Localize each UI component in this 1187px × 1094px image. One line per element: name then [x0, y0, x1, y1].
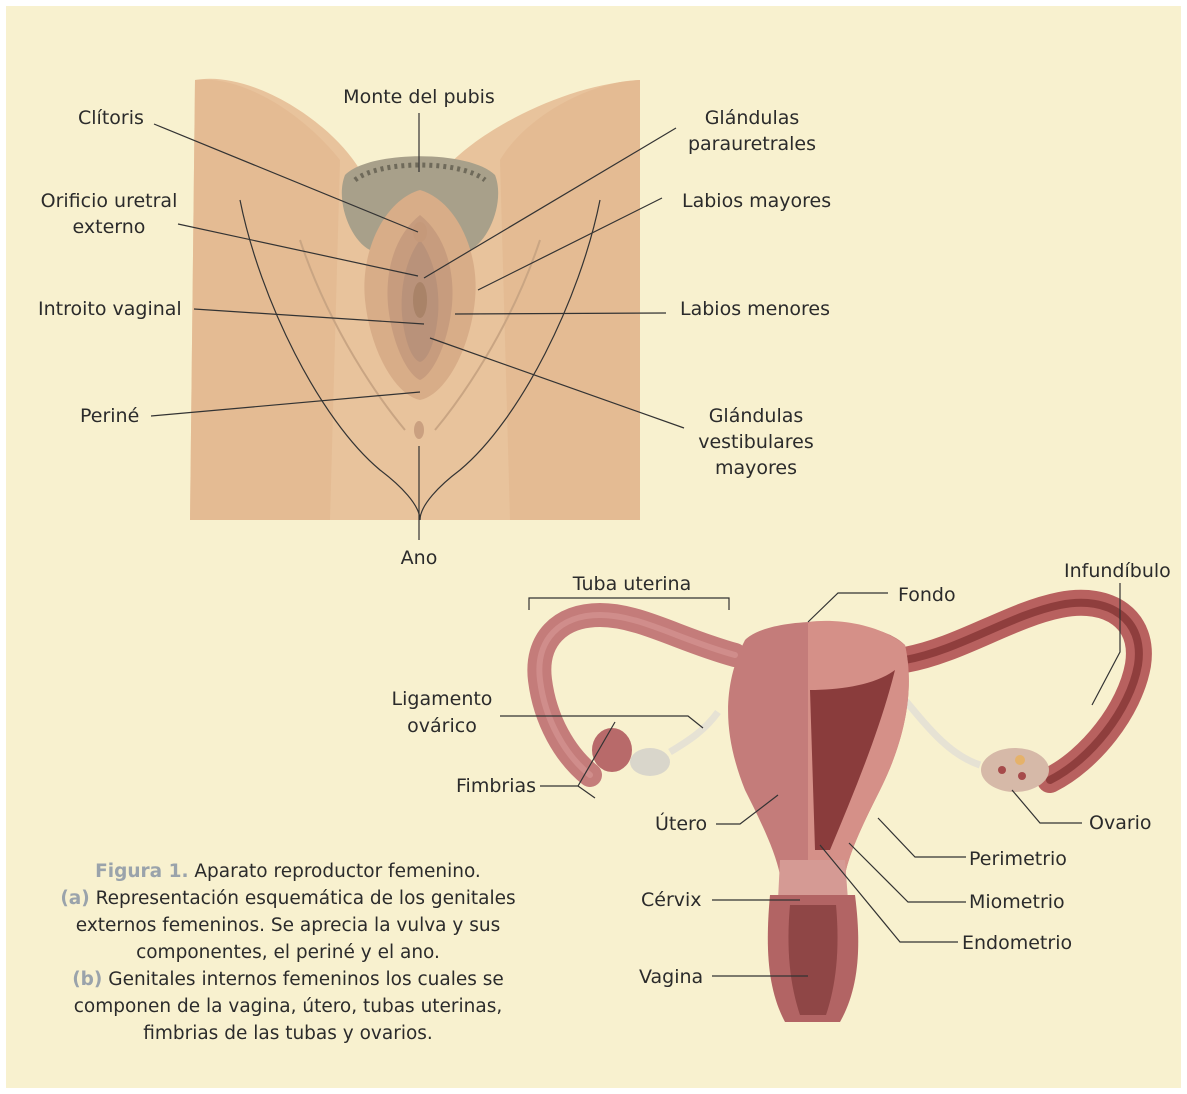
external-genitalia-illustration — [190, 79, 640, 520]
label-glandulas-vestibulares-2: vestibulares — [698, 431, 814, 453]
label-orificio-uretral-1: Orificio uretral — [41, 190, 178, 212]
internal-genitalia-illustration — [539, 603, 1139, 1022]
caption-figure-label: Figura 1. — [95, 861, 188, 882]
caption-b-label: (b) — [72, 969, 102, 990]
label-ano: Ano — [401, 547, 438, 569]
caption-a-text: Representación esquemática de los genita… — [76, 888, 516, 963]
label-perimetrio: Perimetrio — [969, 848, 1067, 870]
label-fimbrias: Fimbrias — [456, 775, 536, 797]
label-glandulas-parauretrales-2: parauretrales — [688, 133, 816, 155]
label-glandulas-vestibulares-1: Glándulas — [709, 405, 804, 427]
caption-figure-text: Aparato reproductor femenino. — [189, 861, 481, 882]
caption-b-text: Genitales internos femeninos los cuales … — [74, 969, 504, 1044]
label-labios-mayores: Labios mayores — [682, 190, 831, 212]
label-ligamento-1: Ligamento — [392, 688, 493, 710]
label-monte-del-pubis: Monte del pubis — [343, 86, 495, 108]
label-miometrio: Miometrio — [969, 891, 1065, 913]
label-glandulas-parauretrales-1: Glándulas — [705, 107, 800, 129]
label-ovario: Ovario — [1089, 812, 1152, 834]
label-perine: Periné — [80, 405, 139, 427]
label-infundibulo: Infundíbulo — [1064, 560, 1171, 582]
label-orificio-uretral-2: externo — [73, 216, 146, 238]
label-utero: Útero — [655, 811, 707, 835]
label-clitoris: Clítoris — [78, 107, 144, 129]
label-cervix: Cérvix — [641, 889, 702, 911]
caption-a-label: (a) — [60, 888, 89, 909]
label-endometrio: Endometrio — [962, 932, 1072, 954]
label-vagina: Vagina — [639, 966, 703, 988]
label-ligamento-2: ovárico — [407, 715, 477, 737]
label-tuba-uterina: Tuba uterina — [572, 573, 691, 595]
label-fondo: Fondo — [898, 584, 956, 606]
label-labios-menores: Labios menores — [680, 298, 830, 320]
figure-caption: Figura 1. Aparato reproductor femenino. … — [38, 858, 538, 1047]
label-glandulas-vestibulares-3: mayores — [715, 457, 797, 479]
label-introito-vaginal: Introito vaginal — [38, 298, 182, 320]
